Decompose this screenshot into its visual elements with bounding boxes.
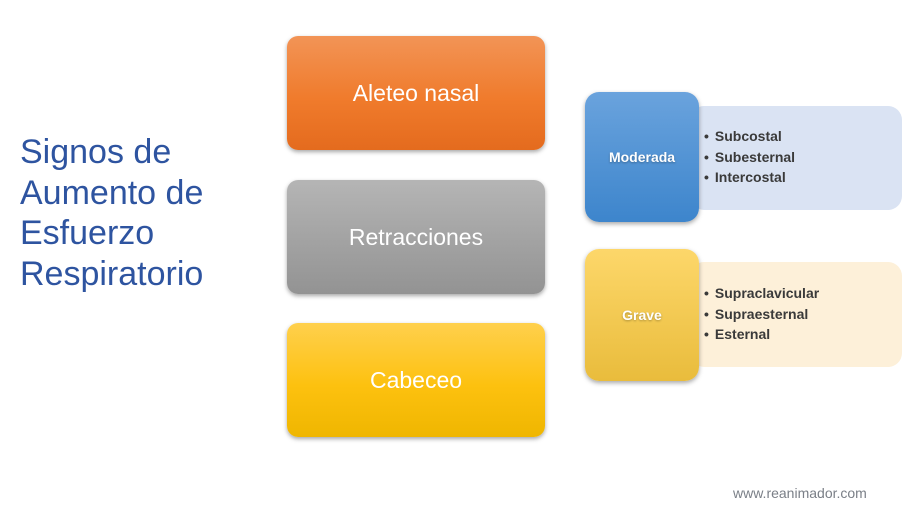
grave-list: Supraclavicular Supraesternal Esternal xyxy=(704,283,819,345)
sign-box-aleteo-nasal: Aleteo nasal xyxy=(287,36,545,150)
title-line: Respiratorio xyxy=(20,254,204,293)
list-item: Supraesternal xyxy=(704,304,819,325)
footer-url: www.reanimador.com xyxy=(733,485,867,501)
list-item: Supraclavicular xyxy=(704,283,819,304)
title-line: Signos de xyxy=(20,133,172,171)
list-item: Subesternal xyxy=(704,147,795,168)
list-item: Esternal xyxy=(704,324,819,345)
title-line: Esfuerzo xyxy=(20,214,155,252)
sign-box-retracciones: Retracciones xyxy=(287,180,545,294)
list-item: Subcostal xyxy=(704,126,795,147)
slide-title: Signos de Aumento de Esfuerzo Respirator… xyxy=(20,132,280,294)
grave-tag: Grave xyxy=(585,249,699,381)
list-item: Intercostal xyxy=(704,167,795,188)
sign-box-cabeceo: Cabeceo xyxy=(287,323,545,437)
moderada-list: Subcostal Subesternal Intercostal xyxy=(704,126,795,188)
title-line: Aumento de xyxy=(20,173,204,212)
moderada-tag: Moderada xyxy=(585,92,699,222)
